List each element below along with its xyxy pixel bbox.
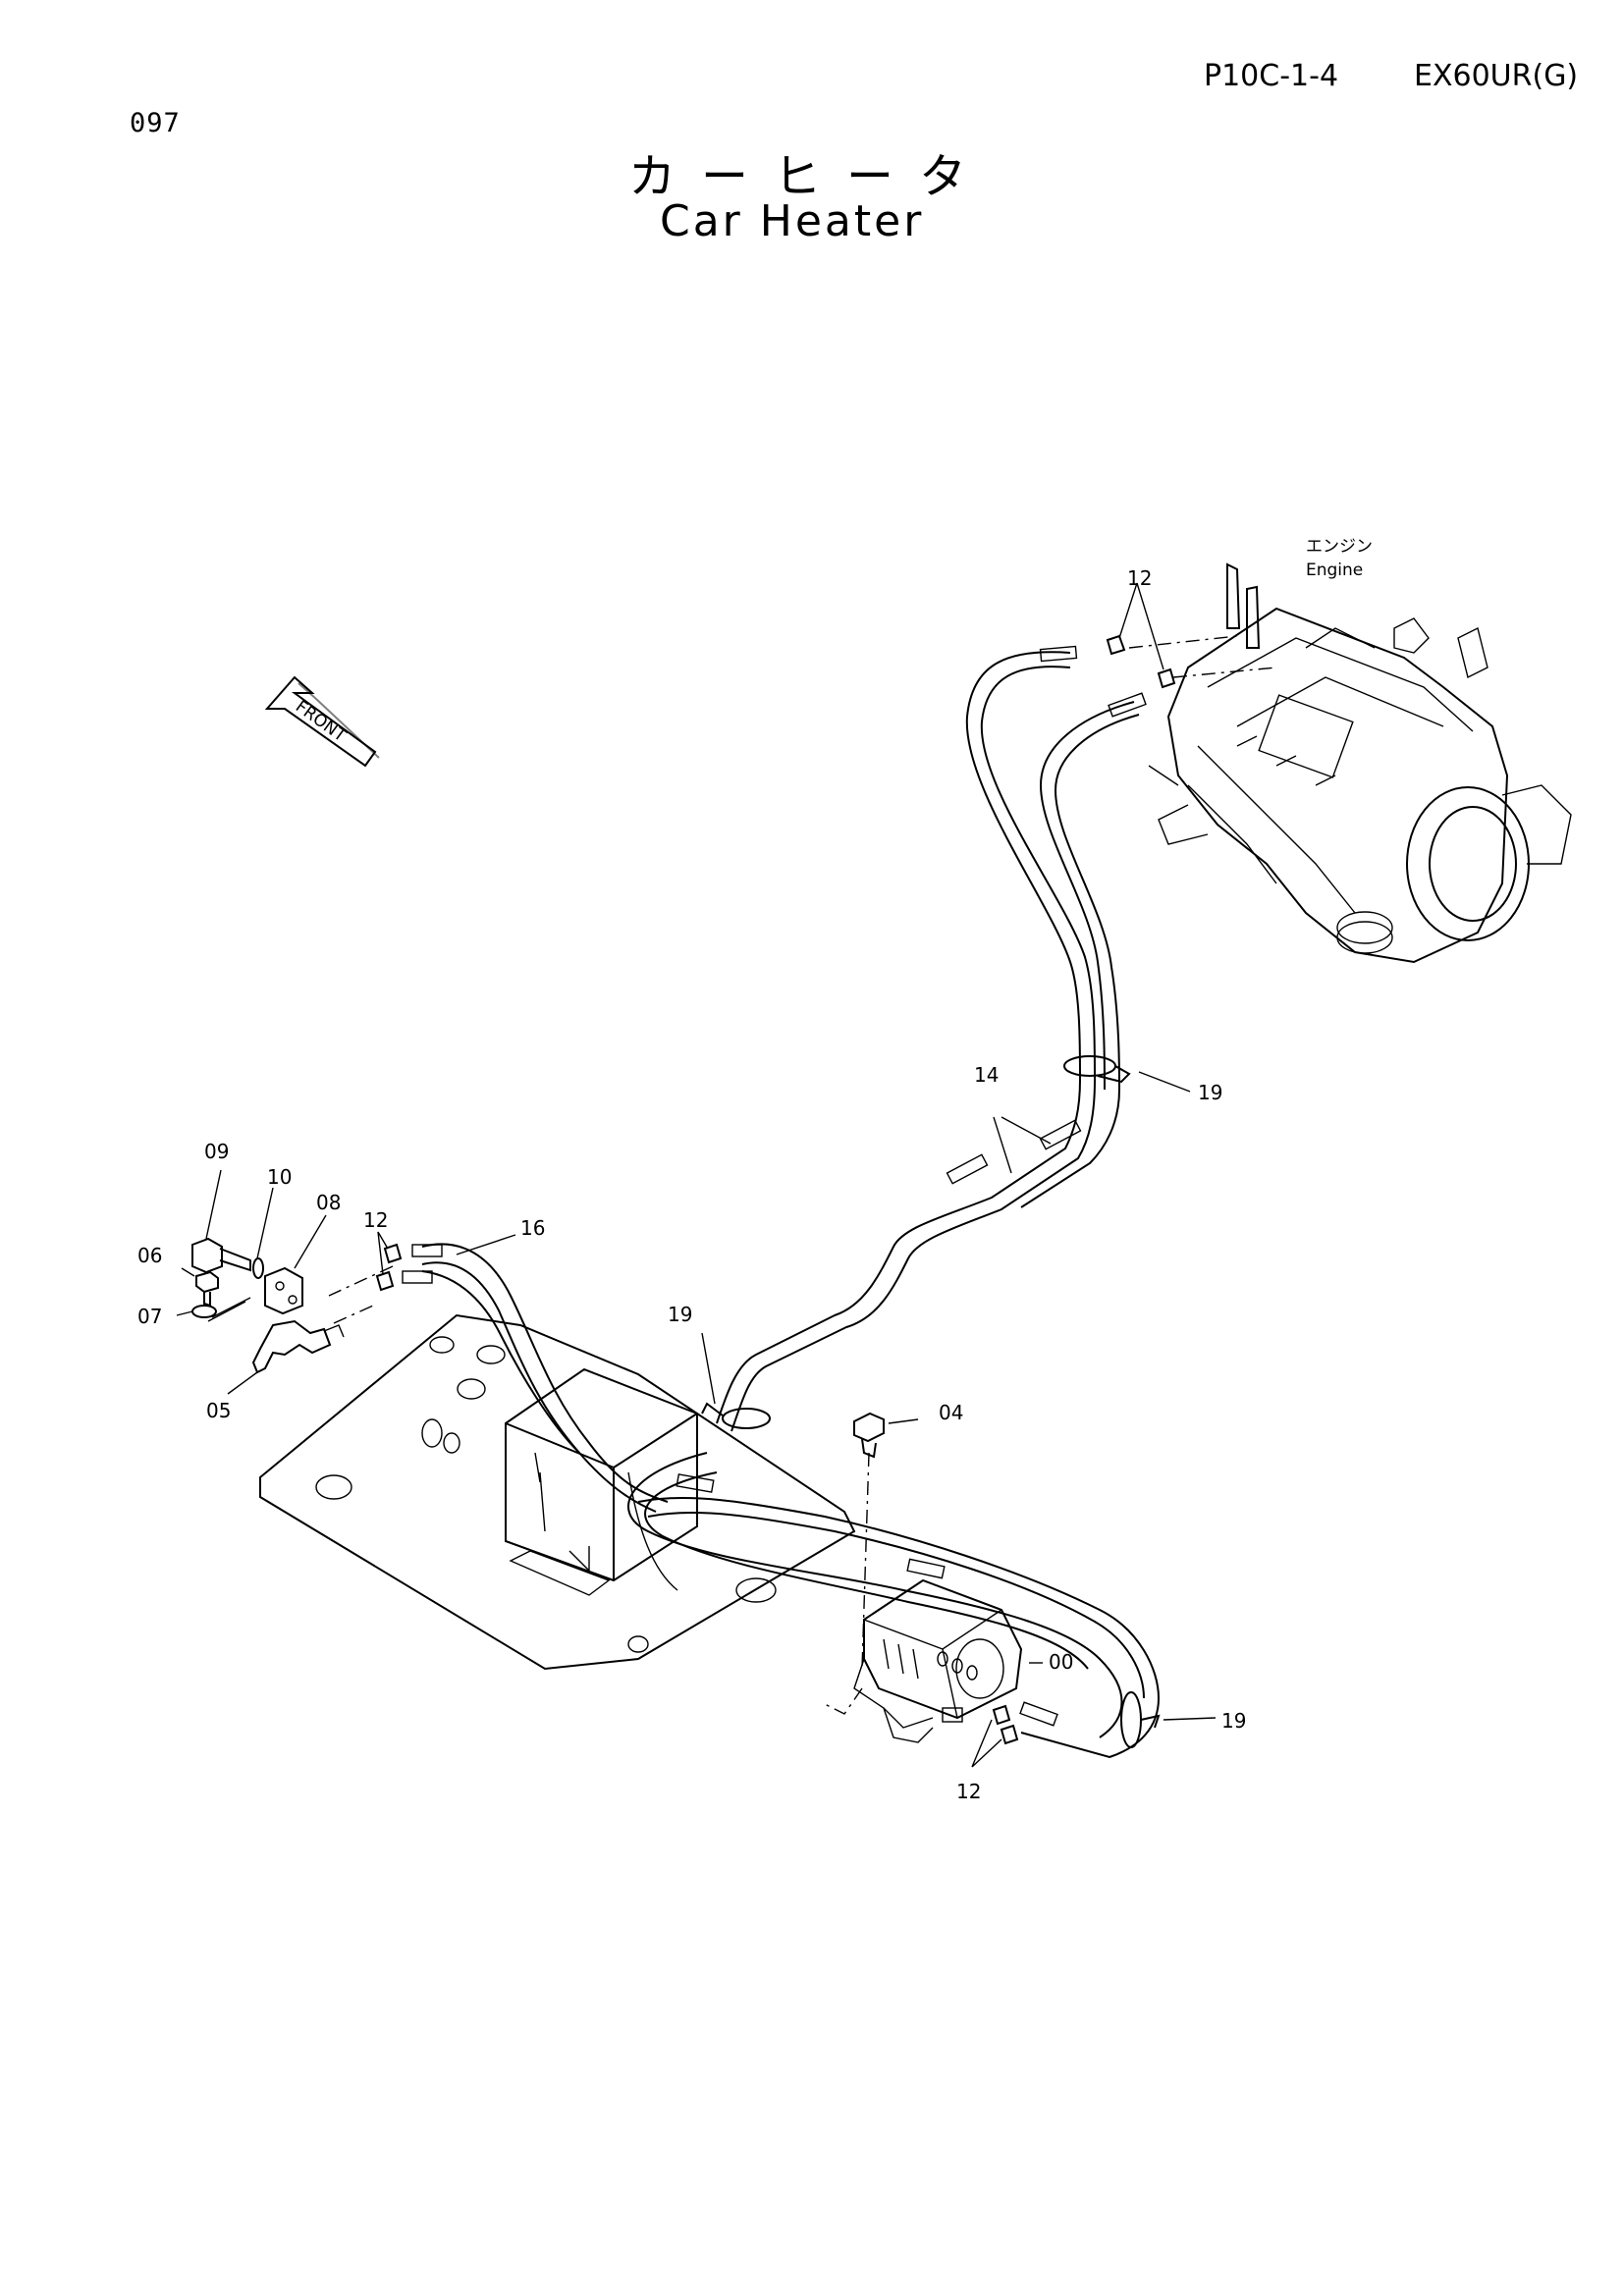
heater-unit xyxy=(853,1578,1023,1743)
label-12-heater: 12 xyxy=(956,1780,981,1803)
engine-illustration: エンジン Engine xyxy=(1148,537,1572,964)
label-10: 10 xyxy=(267,1165,292,1189)
hose-clips-heater xyxy=(992,1704,1019,1745)
label-06: 06 xyxy=(137,1244,162,1267)
part-number-labels: 12 14 19 16 19 04 00 19 12 12 09 10 08 0… xyxy=(137,566,1246,1803)
label-16: 16 xyxy=(520,1216,545,1240)
leader-lines xyxy=(176,582,1217,1768)
label-19-middle: 19 xyxy=(668,1303,692,1326)
label-05: 05 xyxy=(206,1399,231,1422)
label-04: 04 xyxy=(939,1401,963,1424)
label-08: 08 xyxy=(316,1191,341,1214)
title-english: Car Heater xyxy=(660,196,925,246)
label-19-lower: 19 xyxy=(1221,1709,1246,1733)
label-19-upper: 19 xyxy=(1198,1081,1222,1104)
label-12-left: 12 xyxy=(363,1208,388,1232)
engine-label-jp: エンジン xyxy=(1306,537,1373,557)
hose-clips-left xyxy=(328,1243,403,1297)
model-code: EX60UR(G) xyxy=(1414,59,1579,93)
heater-hoses xyxy=(402,645,1161,1759)
hose-clips-engine xyxy=(1106,634,1277,689)
bolt-04 xyxy=(824,1412,885,1715)
label-00: 00 xyxy=(1049,1650,1073,1674)
hose-clamps xyxy=(701,1055,1161,1748)
page-number: 097 xyxy=(130,108,181,138)
water-valve-assembly xyxy=(191,1237,374,1374)
label-14: 14 xyxy=(974,1063,999,1087)
label-07: 07 xyxy=(137,1305,162,1328)
label-09: 09 xyxy=(204,1140,229,1163)
engine-label-en: Engine xyxy=(1306,561,1363,580)
title-japanese: カーヒータ xyxy=(628,149,993,204)
label-12-engine: 12 xyxy=(1127,566,1152,590)
front-arrow-icon: FRONT xyxy=(264,675,380,768)
floor-plate xyxy=(259,1313,856,1671)
reference-code: P10C-1-4 xyxy=(1204,59,1339,93)
